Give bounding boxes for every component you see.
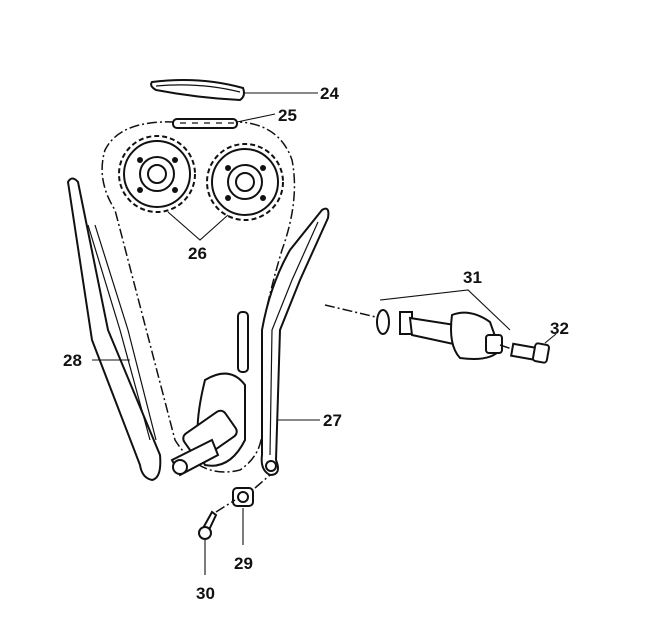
callout-27: 27 — [323, 411, 342, 430]
chain-tensioner-part — [376, 309, 503, 360]
pivot-bolt-part — [232, 487, 254, 507]
axis-line-29 — [254, 474, 271, 489]
tensioner-bolt-part — [509, 342, 550, 364]
callout-29: 29 — [234, 554, 253, 573]
timing-chain-part — [172, 118, 249, 373]
callout-28: 28 — [63, 351, 82, 370]
callout-25: 25 — [278, 106, 297, 125]
top-guide-rail-part — [150, 79, 245, 102]
callout-32: 32 — [550, 319, 569, 338]
crankshaft-sprocket-part — [170, 372, 246, 477]
camshaft-sprocket-left — [118, 135, 196, 213]
callout-26: 26 — [188, 244, 207, 263]
callout-24: 24 — [320, 84, 339, 103]
camshaft-sprocket-right — [206, 143, 284, 221]
tensioner-rail-part — [260, 207, 330, 477]
callout-31: 31 — [463, 268, 482, 287]
axis-line-31 — [324, 304, 381, 319]
leader-line-25 — [236, 113, 276, 123]
guide-bolt-part — [198, 510, 218, 540]
leader-line-32 — [544, 333, 557, 344]
leader-line-26 — [167, 211, 229, 241]
axis-line-30 — [215, 499, 236, 513]
left-guide-rail-part — [66, 177, 162, 482]
leader-line-31 — [379, 289, 511, 331]
timing-chain-loop — [101, 121, 296, 473]
callout-30: 30 — [196, 584, 215, 603]
